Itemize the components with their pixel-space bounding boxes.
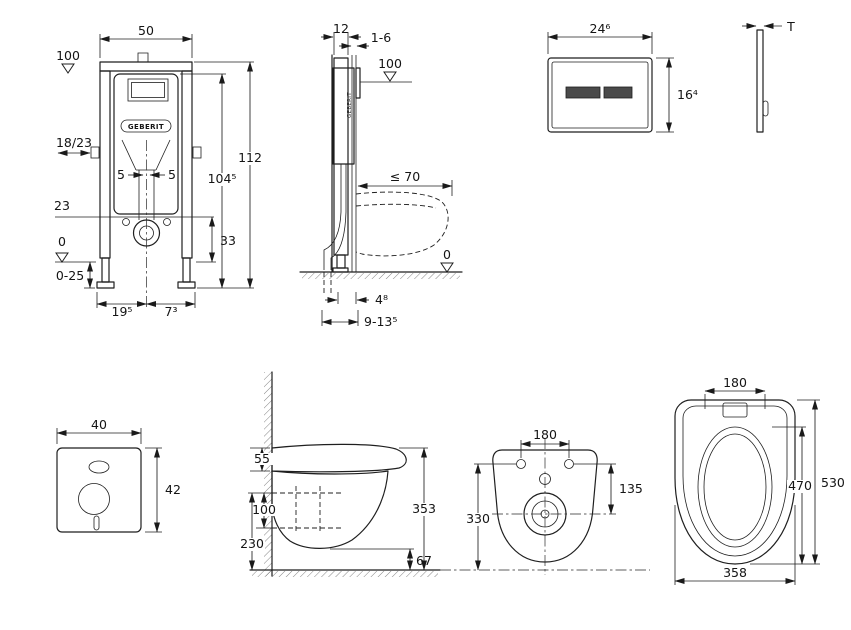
inner-length-dim: 470 [788,478,812,493]
outlet-dim: 4⁸ [375,292,388,307]
floor-hatch [302,273,460,279]
hole-spacing-dim: 180 [533,427,557,442]
frame-width-dim: 50 [138,23,154,38]
finish-thickness-dim: 1-6 [371,30,391,45]
sound-insulation-pad: 40 42 [56,417,181,533]
pad-width-dim: 40 [91,417,107,432]
total-length-dim: 530 [821,475,845,490]
plate-height-dim: 100 [378,56,402,71]
bowl-width-dim: 358 [723,565,747,580]
offset-left-dim: 5 [117,167,125,182]
foot-adjust-dim: 0-25 [56,268,84,283]
offset-right-dim: 5 [168,167,176,182]
cistern-opening [722,402,748,418]
depth-range-dim: 18/23 [56,135,92,150]
brand-logo: GEBERIT [128,123,164,131]
wall-hatch [264,372,272,576]
foot-depth-dim: 19⁵ [112,304,133,319]
wc-top-view: 180 530 470 358 [674,375,845,585]
supply-height-dim: 100 [56,48,80,63]
datum-triangle-icon [61,63,75,74]
lower-height-dim: 33 [220,233,236,248]
datum-triangle-icon [440,262,454,273]
floor-hatch [252,571,438,577]
datum-triangle-icon [383,71,397,82]
wc-side-view: 55 100 230 353 67 [239,371,650,577]
seat-section-dim: 55 [254,451,270,466]
frame-front-view: GEBERIT 50 100 112 104⁵ 18/23 [54,23,264,319]
fixing-hole [564,459,574,469]
wc-rear-view: 180 135 330 [464,427,643,575]
outlet-level-dim: 23 [54,198,70,213]
frame-side-view: GEBERIT 12 1-6 100 ≤ 70 0 4⁸ [299,21,463,329]
flush-plate-front-view: 24⁶ 16⁴ [547,21,698,133]
datum-triangle-icon [55,252,69,263]
floor-level-dim: 0 [443,247,451,262]
plate-width-dim: 24⁶ [590,21,611,36]
outlet-height-dim: 230 [240,536,264,551]
button-bump [762,100,769,117]
frame-inner-height-dim: 104⁵ [208,171,237,186]
fixing-hole [516,459,526,469]
frame-total-height-dim: 112 [238,150,262,165]
floor-level-dim: 0 [58,234,66,249]
max-distance-dim: ≤ 70 [390,169,420,184]
flush-button-large [565,86,601,99]
plate-height-dim: 16⁴ [677,87,698,102]
fixing-section-dim: 100 [252,502,276,517]
supply-pipe-icon [137,52,149,62]
outlet-range-dim: 9-13⁵ [364,314,397,329]
foot-offset-dim: 7³ [165,304,178,319]
profile-depth-dim: 12 [333,21,349,36]
floor-clearance-dim: 67 [416,553,432,568]
top-height-dim: 353 [412,501,436,516]
hole-to-outlet-dim: 135 [619,481,643,496]
flush-plate-profile [355,67,361,99]
brand-logo-vertical: GEBERIT [347,92,353,118]
flush-plate-side-view: T [742,19,795,133]
inlet-height-dim: 330 [466,511,490,526]
pad-height-dim: 42 [165,482,181,497]
wc-bowl-outline [355,191,449,257]
flush-button-small [603,86,633,99]
plate-thickness-dim: T [786,19,795,34]
fixing-spacing-dim: 180 [723,375,747,390]
